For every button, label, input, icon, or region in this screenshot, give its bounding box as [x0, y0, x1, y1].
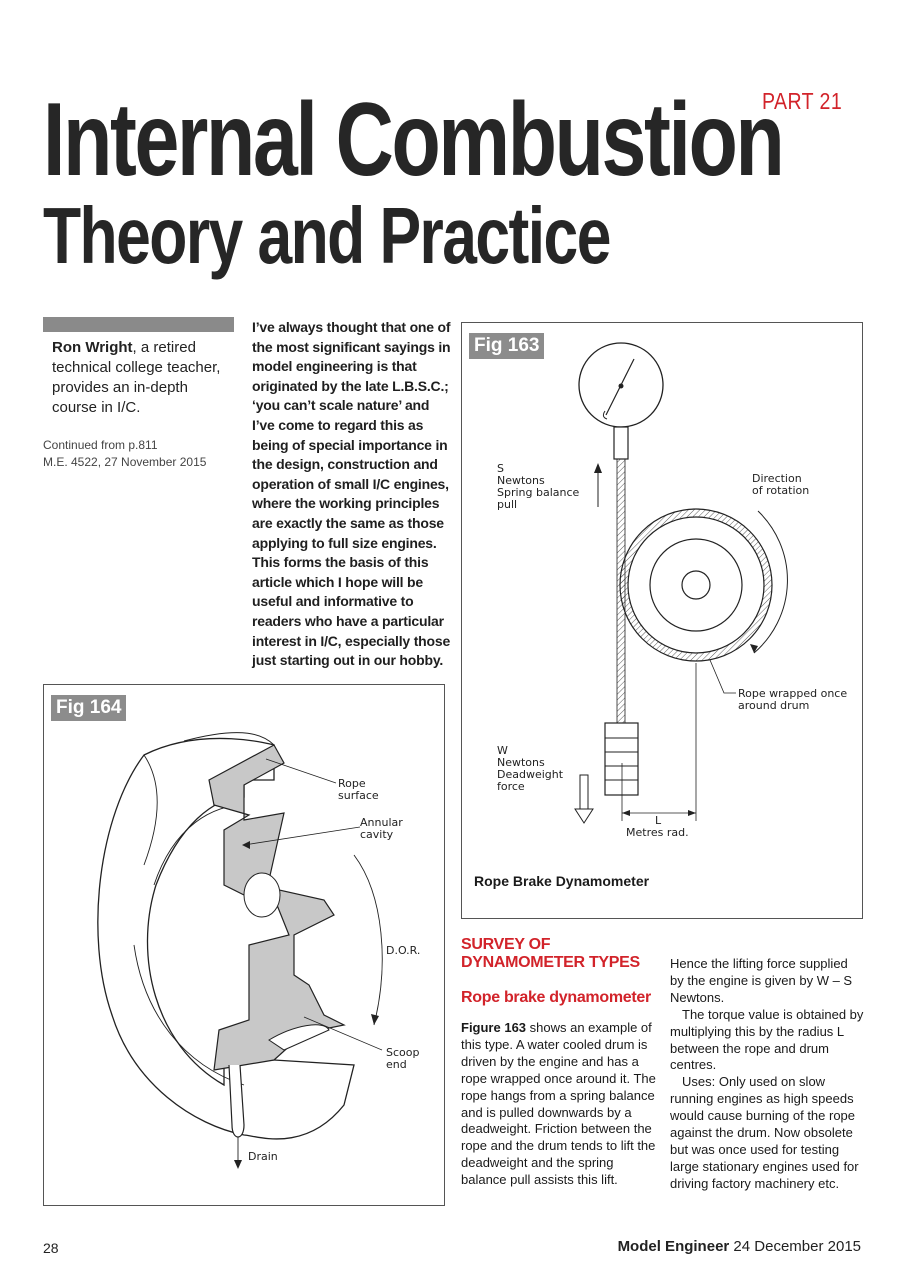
author-description: , a retired technical college teacher, p… — [52, 339, 221, 416]
balance-stem — [613, 426, 629, 460]
fig164-label-dor: D.O.R. — [386, 944, 420, 957]
fig163-label-w: W — [497, 744, 508, 757]
dor-arc — [353, 854, 383, 1026]
fig163-diagram: S Newtons Spring balance pull Direction … — [497, 342, 847, 839]
author-box: Ron Wright, a retired technical college … — [52, 338, 232, 418]
fig164-label-cavity: cavity — [360, 828, 394, 841]
magazine-footer: Model Engineer 24 December 2015 — [600, 1238, 861, 1255]
paragraph-3: The torque value is obtained by multiply… — [670, 1006, 864, 1073]
fig163-label-direction: Direction — [752, 472, 802, 485]
intro-paragraph: I’ve always thought that one of the most… — [252, 319, 451, 669]
paragraph-1-text: shows an example of this type. A water c… — [461, 1020, 656, 1188]
fig163-label-s-newtons: Newtons — [497, 474, 545, 487]
fig163-frame: S Newtons Spring balance pull Direction … — [461, 322, 863, 919]
part-label: PART 21 — [762, 88, 843, 114]
rotation-arc — [753, 510, 788, 654]
s-arrow — [594, 463, 602, 473]
fig163-label-w-force: force — [497, 780, 525, 793]
continued-line1: Continued from p.811 — [43, 438, 158, 452]
paragraph-1: Figure 163 shows an example of this type… — [461, 1020, 661, 1189]
fig163-label-rotation: of rotation — [752, 484, 809, 497]
fig163-label-s: S — [497, 462, 504, 475]
article-title-line2: Theory and Practice — [43, 191, 611, 280]
fig164-label-annular: Annular — [360, 816, 403, 829]
paragraph-4: Uses: Only used on slow running engines … — [670, 1074, 859, 1191]
rope-brake-heading: Rope brake dynamometer — [461, 989, 651, 1006]
fig163-label-w-deadweight: Deadweight — [497, 768, 564, 781]
fig164-label-drain: Drain — [248, 1150, 278, 1163]
fig164-label-scoop: Scoop — [386, 1046, 419, 1059]
paragraph-2: Hence the lifting force supplied by the … — [670, 956, 853, 1005]
fig163-label-s-pull: pull — [497, 498, 517, 511]
continued-line2: M.E. 4522, 27 November 2015 — [43, 455, 207, 469]
deadweight — [604, 722, 639, 796]
magazine-name: Model Engineer — [617, 1238, 730, 1255]
drum-shaft — [681, 570, 711, 600]
section-cutaway — [208, 744, 346, 1071]
fig163-label-s-spring: Spring balance — [497, 486, 580, 499]
article-column-middle: Figure 163 shows an example of this type… — [461, 1020, 661, 1189]
page-number: 28 — [43, 1240, 59, 1256]
author-bar — [43, 317, 234, 332]
figure-reference: Figure 163 — [461, 1020, 527, 1035]
fig164-frame: Rope surface Annular cavity D.O.R. Scoop… — [43, 684, 445, 1206]
fig163-label-metres: Metres rad. — [626, 826, 689, 839]
fig163-tag: Fig 163 — [469, 333, 545, 359]
fig164-label-end: end — [386, 1058, 407, 1071]
fig164-diagram: Rope surface Annular cavity D.O.R. Scoop… — [97, 732, 420, 1169]
fig163-label-rope2: around drum — [738, 699, 809, 712]
issue-date: 24 December 2015 — [729, 1238, 861, 1255]
fig163-label-l: L — [655, 814, 662, 827]
article-column-right: Hence the lifting force supplied by the … — [670, 956, 865, 1193]
fig163-caption: Rope Brake Dynamometer — [474, 873, 650, 889]
scoop — [268, 1024, 330, 1051]
fig164-label-surface: surface — [338, 789, 379, 802]
fig163-label-w-newtons: Newtons — [497, 756, 545, 769]
survey-heading: SURVEY OF DYNAMOMETER TYPES — [461, 936, 640, 971]
fig164-tag: Fig 164 — [51, 695, 127, 721]
w-arrow — [574, 808, 594, 824]
author-name: Ron Wright — [52, 339, 133, 356]
continued-note: Continued from p.811 M.E. 4522, 27 Novem… — [43, 437, 243, 471]
article-title-line1: Internal Combustion — [43, 82, 785, 198]
fig163-label-rope1: Rope wrapped once — [738, 687, 847, 700]
fig164-label-rope: Rope — [338, 777, 366, 790]
